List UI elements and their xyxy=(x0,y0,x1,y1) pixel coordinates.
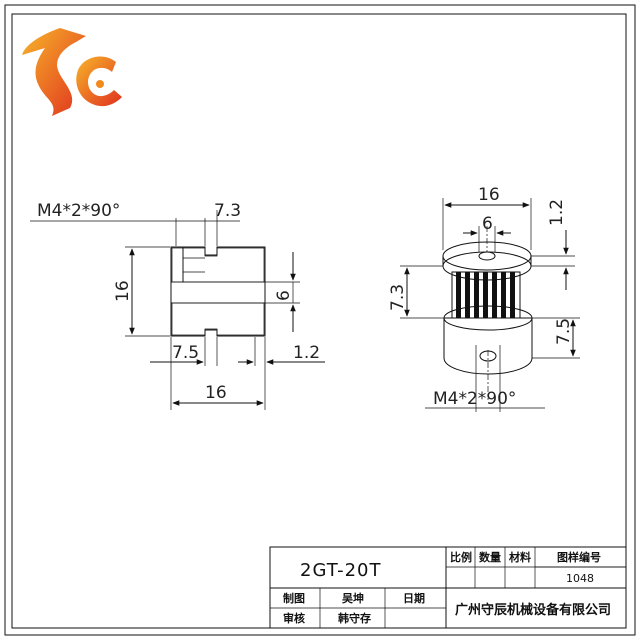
pulley-teeth xyxy=(456,272,515,318)
drawn-by: 吴坤 xyxy=(342,591,364,605)
right-width-dim: 16 xyxy=(478,185,500,205)
left-width-dim: 16 xyxy=(205,383,227,403)
drawing-frame xyxy=(4,4,636,636)
left-screw-dim: M4*2*90° xyxy=(37,201,120,221)
company-name: 广州守辰机械设备有限公司 xyxy=(455,602,611,618)
checked-by: 韩守存 xyxy=(338,611,371,625)
right-teeth-dim: 7.3 xyxy=(388,284,408,311)
left-section-view: M4*2*90° 7.3 16 6 7.5 1.2 16 xyxy=(30,201,325,410)
right-bore-dim: 6 xyxy=(482,214,493,234)
left-height-dim: 16 xyxy=(113,280,133,302)
title-block: 2GT-20T 比例 数量 材料 图样编号 1048 制图 吴坤 日期 审核 韩… xyxy=(269,546,627,629)
checked-label: 审核 xyxy=(283,611,305,625)
right-pulley-view: 16 6 1.2 7.3 7.5 M4*2*90° xyxy=(388,185,580,412)
left-hub-dim: 7.3 xyxy=(214,201,241,221)
part-name: 2GT-20T xyxy=(300,560,382,581)
drawing-border xyxy=(11,13,627,629)
right-flange-dim: 1.2 xyxy=(547,199,567,226)
left-bore-dim: 6 xyxy=(274,290,294,301)
right-hub-dim: 7.5 xyxy=(554,318,574,345)
drawing-no: 1048 xyxy=(566,572,594,585)
material-label: 材料 xyxy=(509,550,531,564)
left-flange-dim: 7.5 xyxy=(172,343,199,363)
drawn-label: 制图 xyxy=(283,591,305,605)
date-label: 日期 xyxy=(403,591,425,605)
left-flange-t-dim: 1.2 xyxy=(293,343,320,363)
scale-label: 比例 xyxy=(450,550,472,564)
quantity-label: 数量 xyxy=(479,550,501,564)
right-screw-dim: M4*2*90° xyxy=(433,389,516,409)
company-logo xyxy=(22,28,122,116)
drawing-no-label: 图样编号 xyxy=(557,550,601,564)
